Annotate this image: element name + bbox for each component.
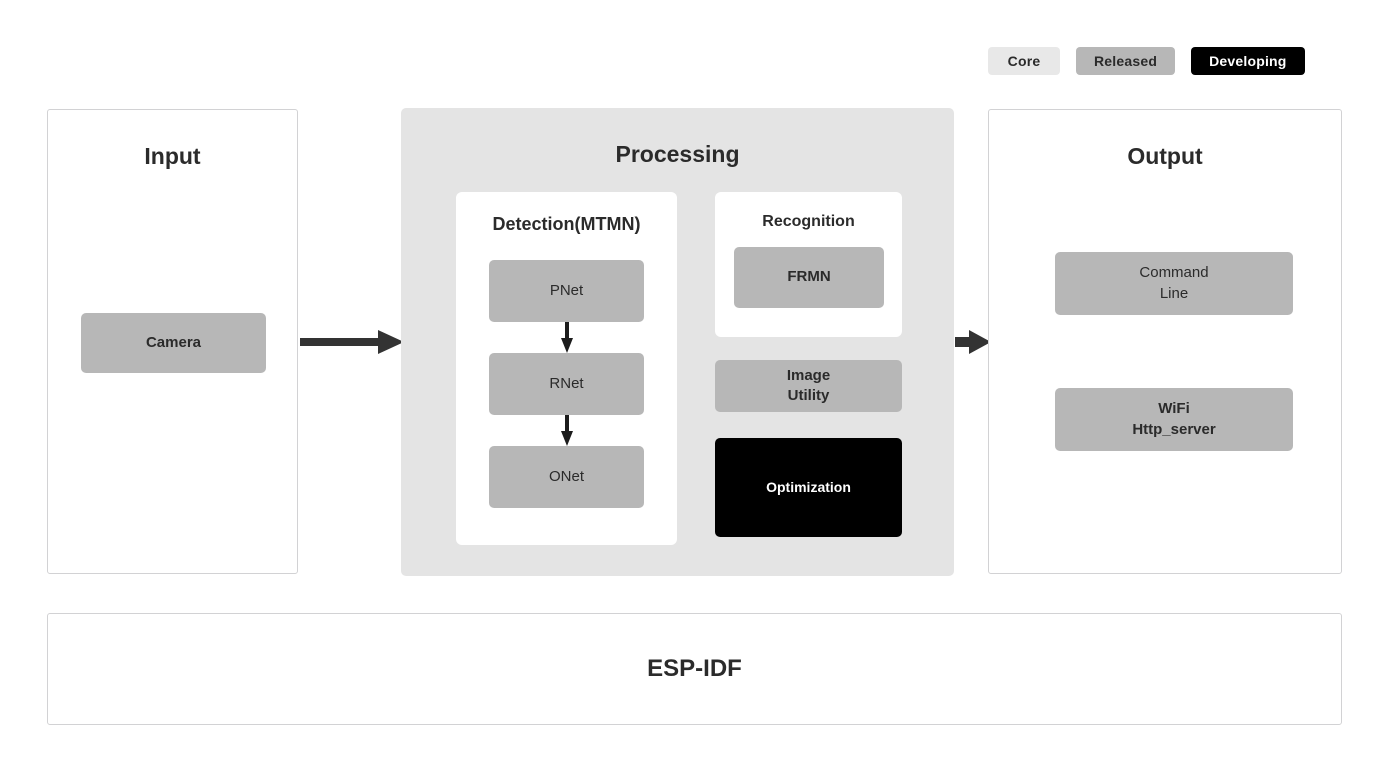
block-rnet: RNet xyxy=(489,353,644,415)
block-optimization: Optimization xyxy=(715,438,902,537)
legend: Core Released Developing xyxy=(988,47,1305,75)
output-panel: Output Command Line WiFi Http_server xyxy=(988,109,1342,574)
legend-item-developing: Developing xyxy=(1191,47,1305,75)
block-frmn: FRMN xyxy=(734,247,884,308)
block-wifi-http-server: WiFi Http_server xyxy=(1055,388,1293,451)
block-command-line: Command Line xyxy=(1055,252,1293,315)
input-panel: Input Camera xyxy=(47,109,298,574)
recognition-card: Recognition FRMN xyxy=(715,192,902,337)
recognition-card-title: Recognition xyxy=(762,213,855,230)
output-panel-title: Output xyxy=(1127,143,1203,169)
detection-card: Detection(MTMN) PNet RNet ONet xyxy=(456,192,677,545)
arrow-rnet-to-onet xyxy=(561,415,573,446)
block-image-utility: Image Utility xyxy=(715,360,902,412)
legend-item-core: Core xyxy=(988,47,1060,75)
block-pnet: PNet xyxy=(489,260,644,322)
arrow-processing-to-output xyxy=(955,329,991,355)
input-panel-title: Input xyxy=(144,143,201,169)
arrow-pnet-to-rnet xyxy=(561,322,573,353)
processing-panel: Processing Detection(MTMN) PNet RNet ONe… xyxy=(401,108,954,576)
esp-idf-label: ESP-IDF xyxy=(647,655,742,682)
arrow-input-to-processing xyxy=(300,329,404,355)
block-onet: ONet xyxy=(489,446,644,508)
legend-item-released: Released xyxy=(1076,47,1176,75)
detection-card-title: Detection(MTMN) xyxy=(492,214,641,234)
esp-idf-bar: ESP-IDF xyxy=(47,613,1342,725)
block-camera: Camera xyxy=(81,313,266,373)
processing-panel-title: Processing xyxy=(615,141,740,167)
